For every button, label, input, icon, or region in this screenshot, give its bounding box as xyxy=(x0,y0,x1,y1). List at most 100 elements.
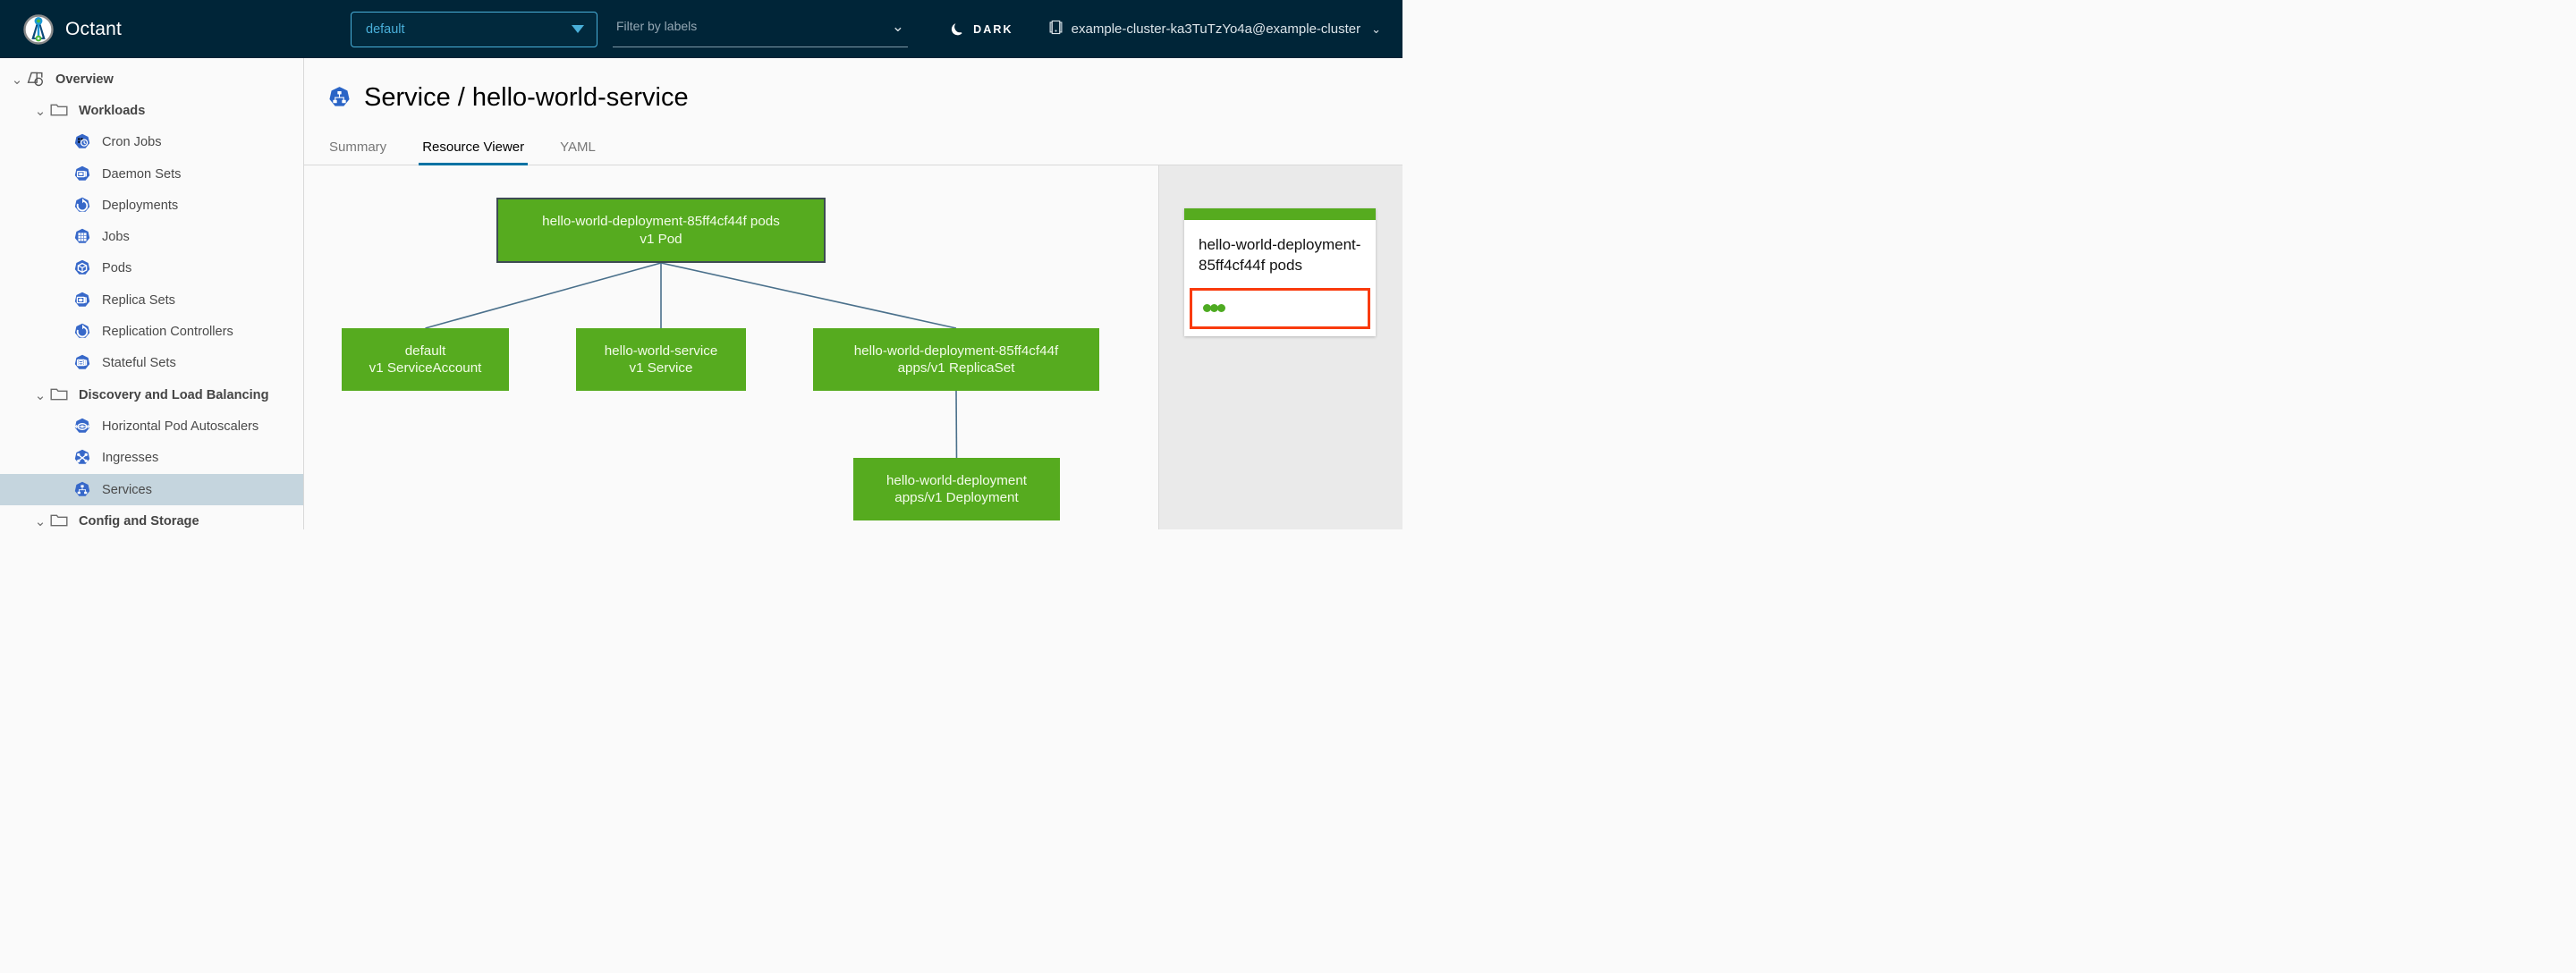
folder-icon xyxy=(50,512,68,529)
page-title-text: Service / hello-world-service xyxy=(364,83,689,112)
sidebar-item-label: Daemon Sets xyxy=(102,166,182,182)
chevron-down-icon: ⌄ xyxy=(891,17,904,35)
graph-node-name: hello-world-deployment-85ff4cf44f xyxy=(853,343,1059,359)
moon-icon xyxy=(950,21,965,37)
chevron-down-icon[interactable]: ⌄ xyxy=(34,387,47,403)
hpa-icon xyxy=(73,418,91,436)
status-dot xyxy=(1217,304,1225,313)
brand[interactable]: Octant xyxy=(23,13,304,45)
detail-title: hello-world-deployment-85ff4cf44f pods xyxy=(1199,236,1361,275)
detail-status-box[interactable] xyxy=(1190,287,1370,329)
sidebar-item-label: Overview xyxy=(55,72,114,87)
labels-filter-input[interactable]: Filter by labels ⌄ xyxy=(613,12,908,47)
graph-edges xyxy=(425,262,958,459)
sidebar-item-label: Replica Sets xyxy=(102,292,175,308)
sidebar-item-overview[interactable]: ⌄ Overview xyxy=(0,63,303,95)
tab-bar: Summary Resource Viewer YAML xyxy=(304,136,1402,165)
sidebar-item-cron-jobs[interactable]: Cron Jobs xyxy=(0,127,303,158)
sidebar-item-label: Discovery and Load Balancing xyxy=(79,387,269,402)
chevron-down-icon[interactable]: ⌄ xyxy=(11,72,23,88)
sidebar-item-label: Replication Controllers xyxy=(102,325,233,340)
namespace-select[interactable]: default xyxy=(351,11,597,47)
sidebar-item-label: Stateful Sets xyxy=(102,356,176,371)
overview-icon xyxy=(27,71,45,89)
sidebar-item-daemon-sets[interactable]: Daemon Sets xyxy=(0,158,303,190)
node-detail-card[interactable]: hello-world-deployment-85ff4cf44f pods xyxy=(1184,208,1376,336)
graph-edge xyxy=(955,390,958,459)
graph-node-kind: apps/v1 Deployment xyxy=(894,490,1019,505)
graph-node-name: hello-world-deployment xyxy=(886,472,1027,488)
tab-yaml[interactable]: YAML xyxy=(560,140,596,155)
status-dots xyxy=(1203,304,1225,313)
folder-icon xyxy=(50,102,68,120)
app-header: Octant default Filter by labels ⌄ DARK xyxy=(0,0,1402,58)
cluster-select[interactable]: example-cluster-ka3TuTzYo4a@example-clus… xyxy=(1049,20,1381,39)
sidebar-item-stateful-sets[interactable]: Stateful Sets xyxy=(0,348,303,379)
sidebar-item-label: Services xyxy=(102,482,152,497)
graph-node-name: hello-world-service xyxy=(604,343,718,359)
graph-node-kind: v1 Service xyxy=(629,360,693,376)
sidebar-item-ingresses[interactable]: Ingresses xyxy=(0,443,303,474)
tab-summary[interactable]: Summary xyxy=(329,140,387,155)
theme-toggle[interactable]: DARK xyxy=(950,21,1013,37)
graph-node-kind: v1 ServiceAccount xyxy=(369,360,482,376)
sidebar-item-label: Deployments xyxy=(102,198,179,213)
detail-rail: hello-world-deployment-85ff4cf44f pods xyxy=(1159,165,1402,529)
namespace-value: default xyxy=(366,21,405,37)
sidebar-item-services[interactable]: Services xyxy=(0,473,303,506)
chevron-down-icon[interactable]: ⌄ xyxy=(34,103,47,119)
status-dot xyxy=(1210,304,1218,313)
labels-filter-placeholder: Filter by labels xyxy=(616,19,698,33)
cluster-icon xyxy=(1049,20,1063,39)
sidebar-item-label: Horizontal Pod Autoscalers xyxy=(102,419,259,434)
pod-icon xyxy=(73,259,91,277)
sidebar-item-replica-sets[interactable]: Replica Sets xyxy=(0,284,303,316)
deployment-icon xyxy=(73,197,91,215)
ingress-icon xyxy=(73,449,91,467)
sidebar-item-replication-controllers[interactable]: Replication Controllers xyxy=(0,316,303,347)
cronjob-icon xyxy=(73,133,91,151)
rc-icon xyxy=(73,323,91,341)
sidebar-item-label: Ingresses xyxy=(102,451,159,466)
sidebar-item-pods[interactable]: Pods xyxy=(0,253,303,284)
sidebar-item-jobs[interactable]: Jobs xyxy=(0,221,303,252)
daemonset-icon xyxy=(73,165,91,183)
sidebar-item-label: Jobs xyxy=(102,230,130,245)
octant-app: Octant default Filter by labels ⌄ DARK xyxy=(0,0,1402,529)
sidebar-item-config-and-storage[interactable]: ⌄ Config and Storage xyxy=(0,505,303,529)
status-dot xyxy=(1203,304,1211,313)
caret-down-icon xyxy=(572,25,584,33)
resource-viewer: hello-world-deployment-85ff4cf44f pods v1… xyxy=(304,165,1402,529)
page-title: Service / hello-world-service xyxy=(327,83,1402,113)
tab-resource-viewer[interactable]: Resource Viewer xyxy=(419,136,529,165)
theme-label: DARK xyxy=(973,22,1013,36)
header-actions: DARK example-cluster-ka3TuTzYo4a@example… xyxy=(950,20,1386,39)
sidebar-item-deployments[interactable]: Deployments xyxy=(0,190,303,221)
sidebar-item-horizontal-pod-autoscalers[interactable]: Horizontal Pod Autoscalers xyxy=(0,410,303,442)
sidebar-item-workloads[interactable]: ⌄Workloads xyxy=(0,95,303,126)
graph-edge xyxy=(425,262,662,329)
service-icon xyxy=(327,86,352,110)
sidebar-item-discovery-and-load-balancing[interactable]: ⌄ Discovery and Load Balancing xyxy=(0,379,303,410)
brand-name: Octant xyxy=(65,18,123,39)
service-icon xyxy=(73,481,91,499)
main-content: Service / hello-world-service Summary Res… xyxy=(304,58,1402,529)
octant-logo-icon xyxy=(23,13,54,45)
cluster-name: example-cluster-ka3TuTzYo4a@example-clus… xyxy=(1071,21,1361,37)
graph-node-kind: v1 Pod xyxy=(640,231,682,247)
replicaset-icon xyxy=(73,292,91,309)
detail-accent-bar xyxy=(1184,208,1376,220)
sidebar-item-label: Config and Storage xyxy=(79,513,199,529)
chevron-down-icon[interactable]: ⌄ xyxy=(34,513,47,529)
graph-node-deployment[interactable]: hello-world-deployment apps/v1 Deployment xyxy=(853,458,1060,520)
page-header: Service / hello-world-service xyxy=(304,58,1402,113)
graph-node-name: default xyxy=(404,343,446,359)
